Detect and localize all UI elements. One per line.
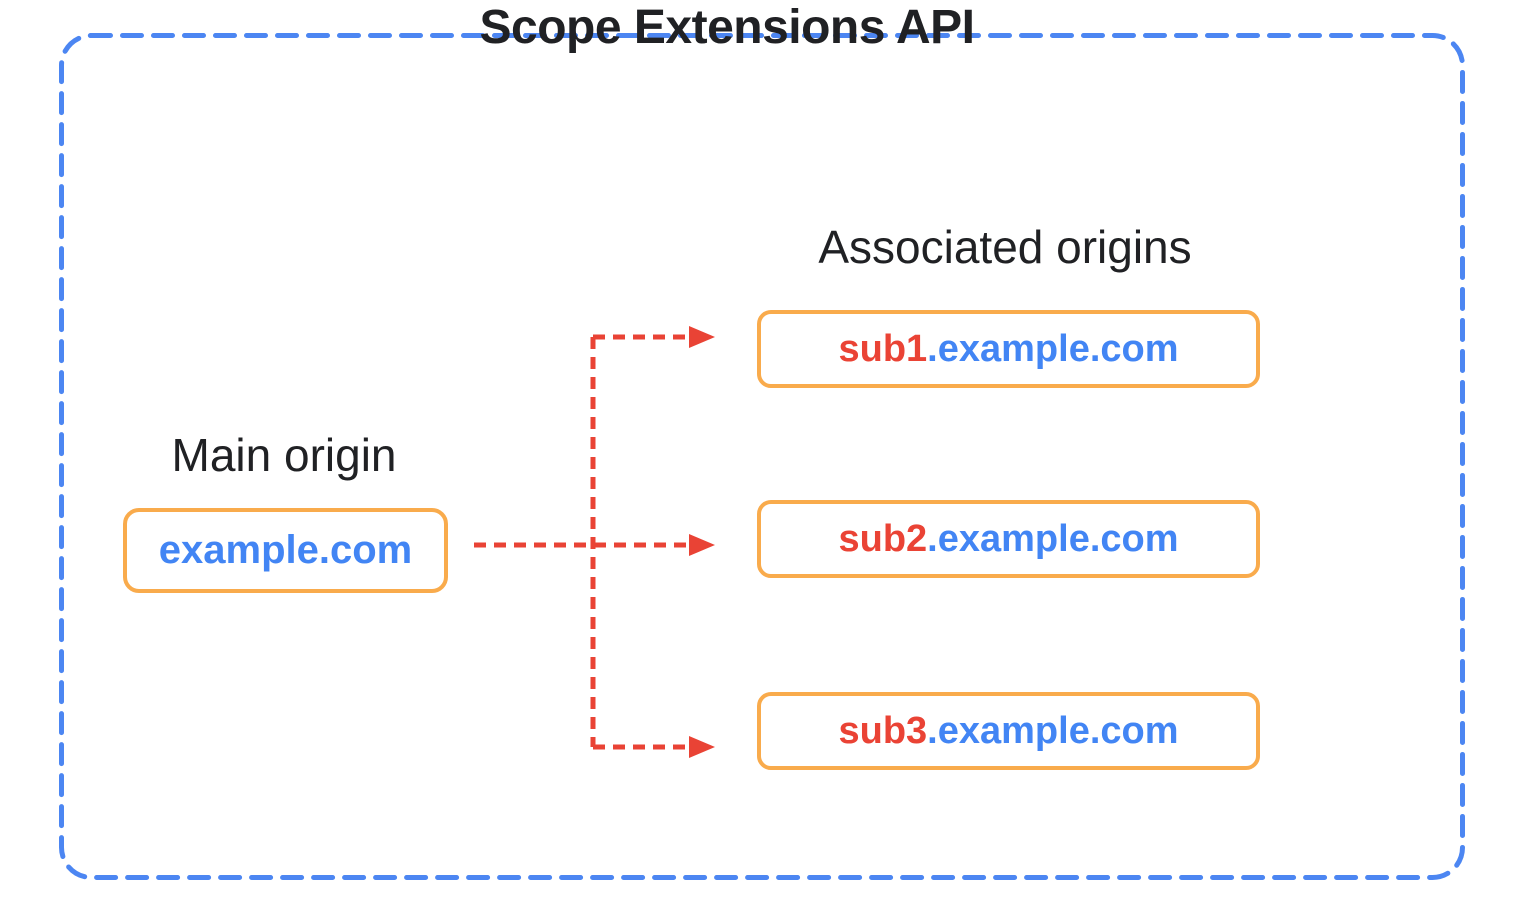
main-origin-label: Main origin: [171, 429, 397, 481]
associated-origin-box-sub2: sub2.example.com: [757, 500, 1260, 578]
arrowhead-sub1-icon: [689, 326, 715, 348]
associated-origin-box-sub1: sub1.example.com: [757, 310, 1260, 388]
arrowhead-sub2-icon: [689, 534, 715, 556]
page-title: Scope Extensions API: [479, 1, 975, 54]
associated-origin-box-sub3: sub3.example.com: [757, 692, 1260, 770]
main-origin-domain: example.com: [158, 528, 413, 572]
sub2-prefix: sub2: [838, 517, 928, 560]
diagram-border: [59, 33, 1465, 880]
arrowhead-sub3-icon: [689, 736, 715, 758]
sub3-suffix: .example.com: [927, 709, 1179, 752]
associated-origins-label: Associated origins: [818, 221, 1192, 273]
sub2-suffix: .example.com: [927, 517, 1179, 560]
sub3-prefix: sub3: [838, 709, 928, 752]
sub1-prefix: sub1: [838, 327, 928, 370]
main-origin-box: example.com: [123, 508, 448, 593]
sub1-suffix: .example.com: [927, 327, 1179, 370]
